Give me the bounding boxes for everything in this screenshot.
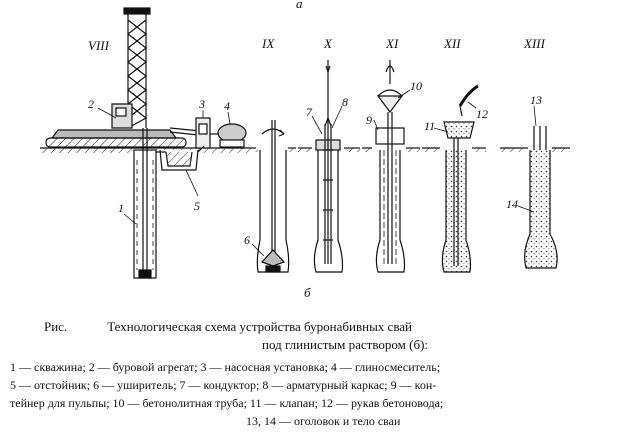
caption-legend-line-3: тейнер для пульпы; 10 — бетонолитная тру…	[10, 396, 444, 410]
callout-13: 13	[530, 93, 542, 107]
caption-legend-line-2: 5 — отстойник; 6 — уширитель; 7 — кондук…	[10, 378, 437, 392]
stage-label-xiii: XIII	[523, 36, 546, 51]
stage-viii-drilling-rig	[40, 7, 250, 279]
callout-9: 9	[366, 113, 372, 127]
sub-figure-letter: б	[304, 285, 311, 300]
callout-2: 2	[88, 97, 94, 111]
callout-10: 10	[410, 79, 422, 93]
callout-leaders	[97, 89, 537, 257]
callout-14: 14	[506, 197, 518, 211]
caption-legend-line-1: 1 — скважина; 2 — буровой агрегат; 3 — н…	[10, 360, 441, 374]
stage-label-viii: VIII	[88, 38, 110, 53]
stage-ix-reaming	[250, 120, 296, 273]
stage-label-xii: XII	[443, 36, 461, 51]
caption-title-1: Технологическая схема устройства буронаб…	[107, 319, 413, 334]
stage-xi-tremie	[362, 60, 420, 273]
caption-title-line-2: под глинистым раствором (б):	[262, 337, 429, 352]
callout-1: 1	[118, 201, 124, 215]
callout-11: 11	[424, 119, 435, 133]
callout-6: 6	[244, 233, 250, 247]
stage-x-cage	[298, 60, 360, 273]
stage-xii-concreting	[422, 84, 486, 273]
stage-label-ix: IX	[261, 36, 275, 51]
callout-7: 7	[306, 105, 313, 119]
callout-12: 12	[476, 107, 488, 121]
caption-title-line-1: Рис. Технологическая схема устройства бур…	[44, 318, 412, 336]
caption-fig-label: Рис.	[44, 319, 68, 334]
stage-xiii-pile	[500, 126, 570, 269]
callout-5: 5	[194, 199, 200, 213]
caption-legend-line-4: 13, 14 — оголовок и тело сваи	[246, 414, 401, 428]
pile-technology-diagram: a VIII IX X XI XII XIII	[40, 0, 570, 300]
top-letter: a	[296, 0, 303, 11]
stage-label-x: X	[323, 36, 333, 51]
callout-8: 8	[342, 95, 348, 109]
callout-4: 4	[224, 99, 230, 113]
stage-label-xi: XI	[385, 36, 399, 51]
callout-3: 3	[198, 97, 205, 111]
